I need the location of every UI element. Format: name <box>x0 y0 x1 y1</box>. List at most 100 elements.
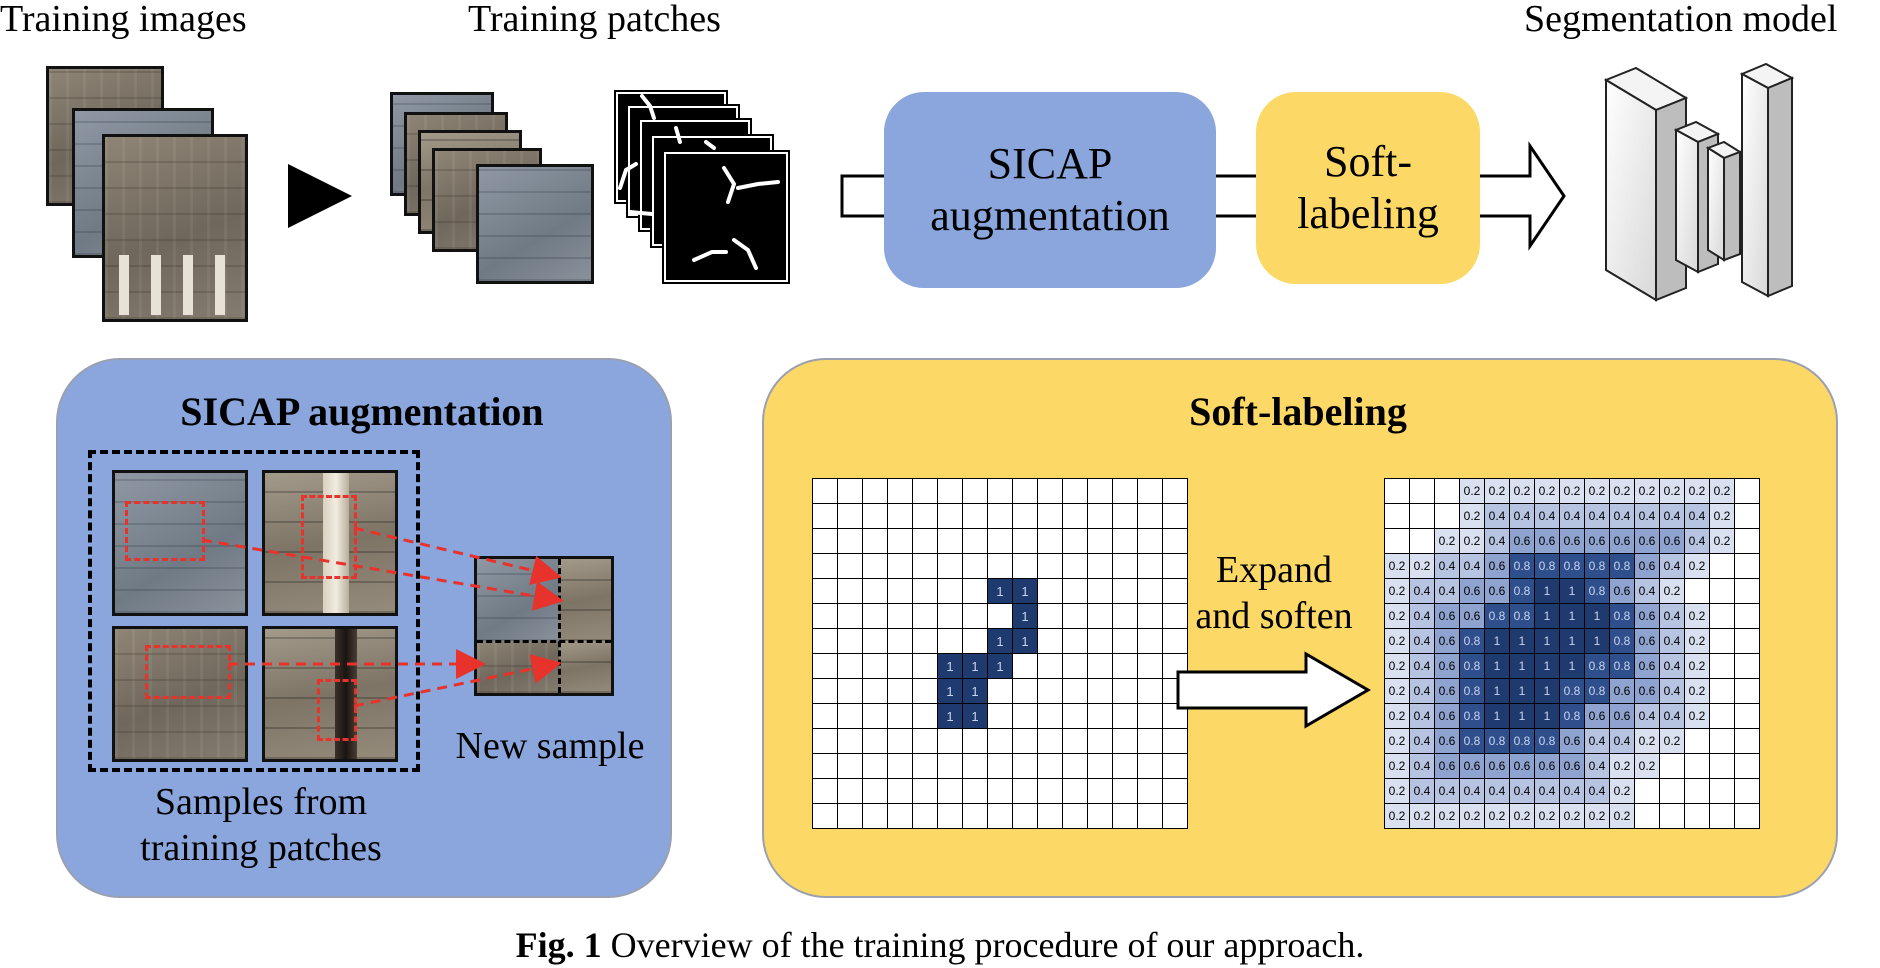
grid-cell: 0.2 <box>1684 678 1710 704</box>
grid-cell: 0.6 <box>1484 578 1510 604</box>
grid-cell <box>1062 728 1088 754</box>
grid-cell: 0.4 <box>1684 503 1710 529</box>
grid-cell <box>887 653 913 679</box>
grid-cell <box>1037 653 1063 679</box>
grid-cell: 1 <box>962 703 988 729</box>
grid-cell: 0.6 <box>1559 528 1585 554</box>
grid-cell <box>912 753 938 779</box>
grid-cell <box>837 603 863 629</box>
grid-cell: 0.2 <box>1659 478 1685 504</box>
grid-cell: 0.2 <box>1584 803 1610 829</box>
grid-cell: 0.4 <box>1534 778 1560 804</box>
expand-arrow-icon <box>1176 651 1371 729</box>
grid-cell <box>1012 803 1038 829</box>
grid-cell: 0.2 <box>1409 553 1435 579</box>
grid-cell <box>937 728 963 754</box>
grid-cell <box>912 603 938 629</box>
grid-cell <box>862 753 888 779</box>
grid-cell: 0.4 <box>1434 778 1460 804</box>
grid-cell: 0.4 <box>1584 728 1610 754</box>
grid-cell <box>1709 753 1735 779</box>
sicap-augmentation-box: SICAP augmentation <box>884 92 1216 288</box>
grid-cell: 0.2 <box>1434 528 1460 554</box>
grid-cell <box>1162 628 1188 654</box>
crop-arrows <box>201 526 564 708</box>
grid-cell: 0.8 <box>1559 703 1585 729</box>
grid-cell <box>1709 728 1735 754</box>
grid-cell: 0.6 <box>1659 528 1685 554</box>
grid-cell <box>1037 753 1063 779</box>
image-stripe <box>151 255 161 315</box>
grid-cell: 0.4 <box>1634 703 1660 729</box>
grid-cell: 0.6 <box>1534 528 1560 554</box>
grid-cell: 0.4 <box>1609 728 1635 754</box>
grid-cell: 0.4 <box>1409 778 1435 804</box>
samples-caption-line-1: Samples from <box>154 781 368 823</box>
grid-cell: 0.4 <box>1484 528 1510 554</box>
grid-cell: 1 <box>1559 578 1585 604</box>
grid-cell <box>1137 628 1163 654</box>
grid-cell <box>812 503 838 529</box>
grid-cell: 0.6 <box>1559 728 1585 754</box>
grid-cell: 0.2 <box>1684 653 1710 679</box>
grid-cell <box>912 478 938 504</box>
grid-cell <box>812 703 838 729</box>
grid-cell: 1 <box>1534 653 1560 679</box>
grid-cell <box>987 678 1013 704</box>
grid-cell: 0.2 <box>1384 703 1410 729</box>
grid-cell: 0.2 <box>1709 478 1735 504</box>
grid-cell <box>887 503 913 529</box>
grid-cell <box>987 778 1013 804</box>
grid-cell: 0.6 <box>1434 728 1460 754</box>
samples-frame <box>88 450 420 772</box>
grid-cell: 0.2 <box>1384 628 1410 654</box>
grid-cell: 1 <box>987 653 1013 679</box>
grid-cell: 0.6 <box>1584 703 1610 729</box>
grid-cell: 0.6 <box>1434 653 1460 679</box>
grid-cell: 0.2 <box>1684 703 1710 729</box>
grid-cell <box>1137 653 1163 679</box>
grid-cell <box>1012 678 1038 704</box>
crop-region <box>301 495 357 579</box>
grid-cell <box>1112 653 1138 679</box>
grid-cell: 0.6 <box>1484 753 1510 779</box>
grid-cell <box>1112 778 1138 804</box>
grid-cell: 1 <box>962 653 988 679</box>
grid-cell <box>862 703 888 729</box>
grid-cell <box>1112 578 1138 604</box>
grid-cell <box>1709 803 1735 829</box>
grid-cell: 0.8 <box>1584 578 1610 604</box>
grid-cell: 0.8 <box>1534 728 1560 754</box>
grid-cell <box>1087 678 1113 704</box>
grid-cell: 0.2 <box>1459 528 1485 554</box>
grid-cell: 0.4 <box>1659 653 1685 679</box>
grid-cell <box>1709 578 1735 604</box>
grid-cell <box>987 603 1013 629</box>
grid-cell <box>812 553 838 579</box>
crop-region <box>145 645 231 699</box>
play-arrow-icon <box>288 164 352 228</box>
grid-cell <box>812 478 838 504</box>
grid-cell <box>987 528 1013 554</box>
grid-cell: 1 <box>937 703 963 729</box>
grid-cell: 0.6 <box>1434 628 1460 654</box>
grid-cell <box>1012 728 1038 754</box>
grid-cell <box>1037 778 1063 804</box>
grid-row <box>812 728 1188 754</box>
grid-cell: 0.2 <box>1384 553 1410 579</box>
grid-cell: 0.4 <box>1659 628 1685 654</box>
sicap-box-line-1: SICAP <box>987 139 1113 189</box>
grid-cell: 0.6 <box>1634 678 1660 704</box>
image-stripe <box>183 255 193 315</box>
grid-cell <box>1409 478 1435 504</box>
grid-cell: 0.2 <box>1384 653 1410 679</box>
grid-cell <box>1112 628 1138 654</box>
grid-cell: 0.2 <box>1384 753 1410 779</box>
grid-row <box>812 528 1188 554</box>
grid-cell <box>962 578 988 604</box>
